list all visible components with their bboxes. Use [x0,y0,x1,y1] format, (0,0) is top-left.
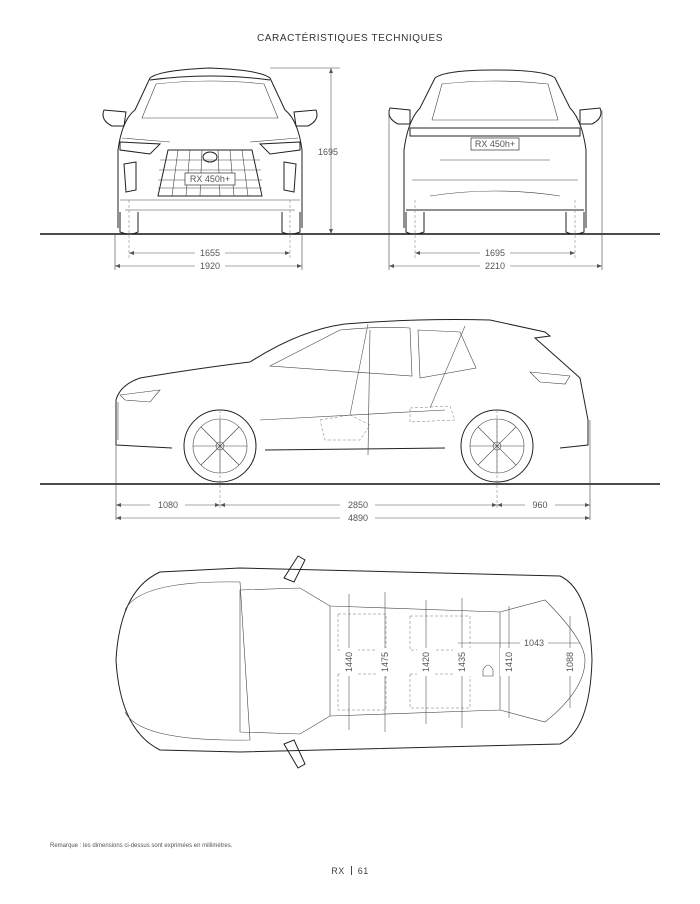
front-plate-text: RX 450h+ [190,174,230,184]
page-footer: RX 61 [0,866,700,876]
footer-page-number: 61 [357,866,369,876]
top-dim-1435: 1435 [457,652,467,672]
front-view-drawing: RX 450h+ 1695 1655 1920 [40,67,360,271]
rear-overhang-dim: 960 [532,500,547,510]
rear-view-drawing: RX 450h+ 1695 2210 [360,69,660,271]
rear-track-dim: 1695 [485,248,505,258]
length-dim: 4890 [348,513,368,523]
side-view-drawing: 1080 2850 960 4890 [40,319,660,523]
page-title: CARACTÉRISTIQUES TECHNIQUES [256,33,444,44]
rear-width-dim: 2210 [485,261,505,271]
front-height-dim: 1695 [318,147,338,157]
top-dim-1440: 1440 [344,652,354,672]
dimensions-note: Remarque : les dimensions ci-dessus sont… [50,843,233,849]
rear-plate-text: RX 450h+ [475,139,515,149]
top-view-drawing: 1440 1475 1420 1435 1410 1043 1088 [115,555,593,769]
front-track-dim: 1655 [200,248,220,258]
front-width-dim: 1920 [200,261,220,271]
top-dim-1475: 1475 [380,652,390,672]
top-dim-1043: 1043 [524,638,544,648]
footer-model: RX [331,866,345,876]
wheelbase-dim: 2850 [348,500,368,510]
top-dim-1410: 1410 [504,652,514,672]
front-overhang-dim: 1080 [158,500,178,510]
top-dim-1088: 1088 [565,652,575,672]
footer-separator [350,866,352,875]
top-dim-1420: 1420 [421,652,431,672]
